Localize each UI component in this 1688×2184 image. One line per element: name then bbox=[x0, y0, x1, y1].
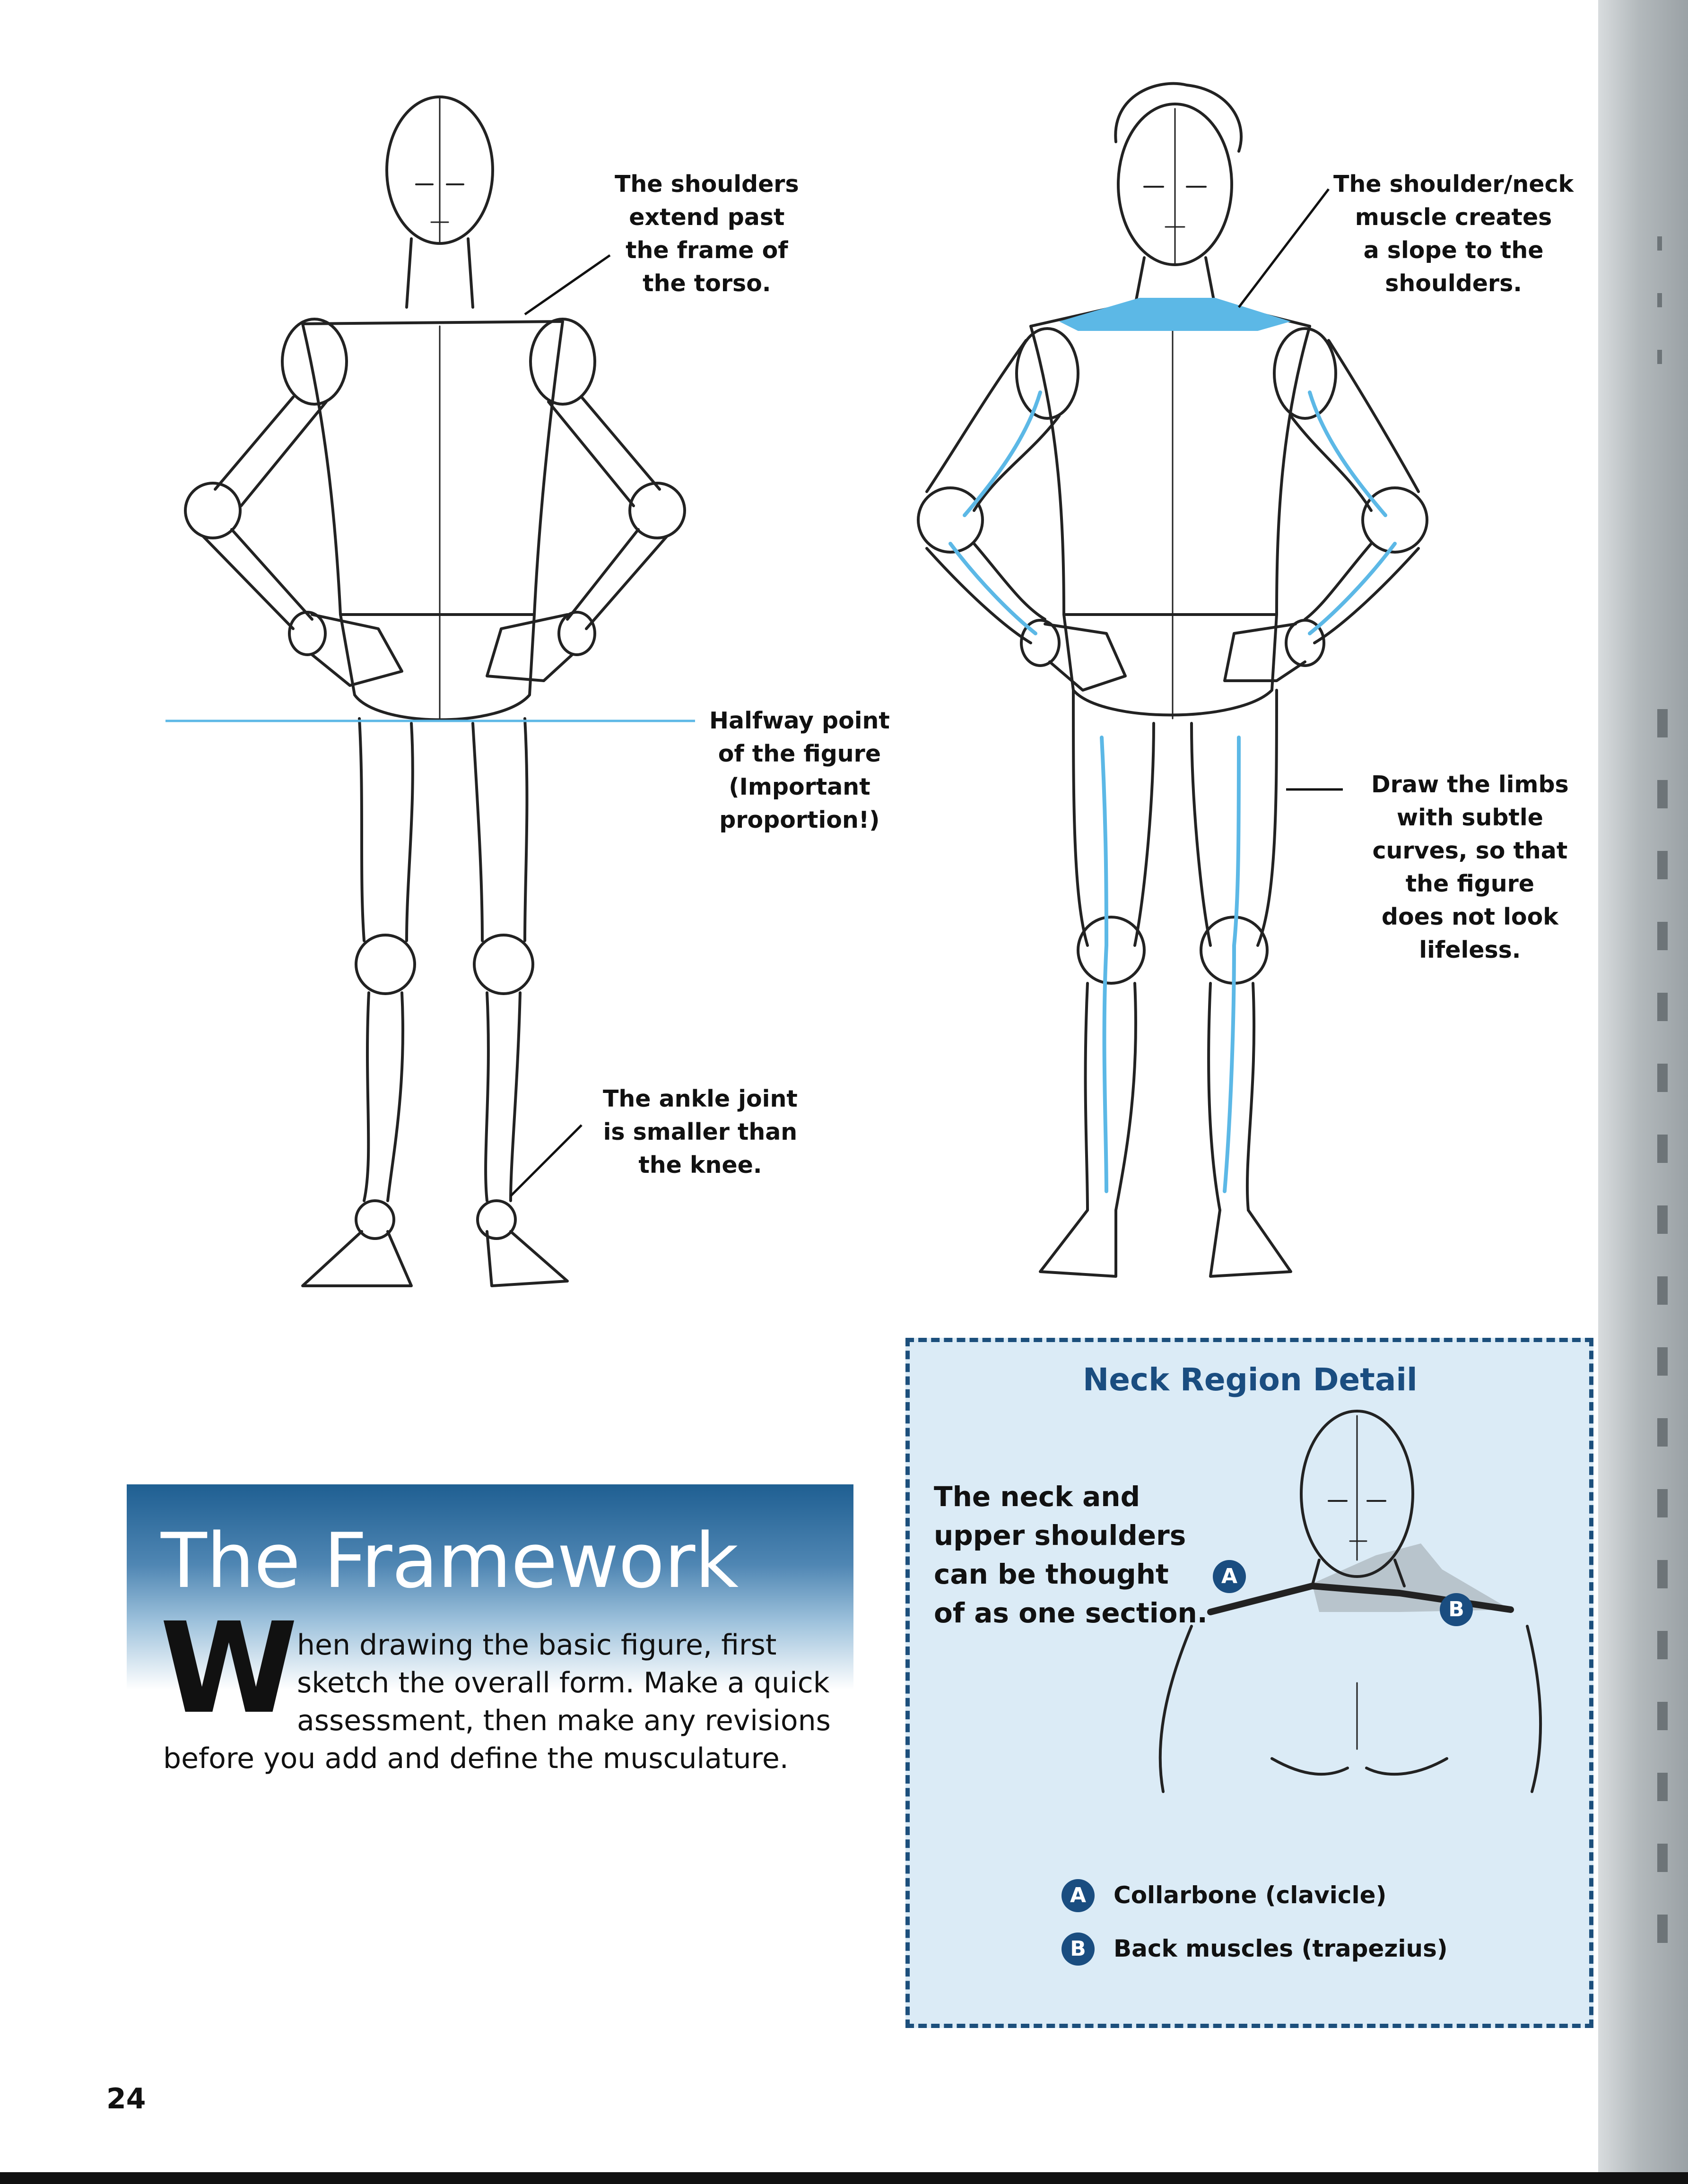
callout-ankle: The ankle joint is smaller than the knee… bbox=[603, 1083, 798, 1182]
callout-halfway: Halfway point of the figure (Important p… bbox=[709, 704, 890, 837]
neck-text-line: upper shoulders bbox=[934, 1519, 1186, 1551]
bottom-edge-bar bbox=[0, 2172, 1688, 2184]
callout-line: the figure bbox=[1405, 870, 1534, 897]
legend-badge-a: A bbox=[1062, 1879, 1095, 1912]
callout-line: Halfway point bbox=[709, 707, 890, 734]
callout-line: shoulders. bbox=[1385, 270, 1522, 297]
callout-line: The ankle joint bbox=[603, 1085, 798, 1112]
callout-shoulders: The shoulders extend past the frame of t… bbox=[615, 168, 799, 300]
callout-line: proportion!) bbox=[719, 806, 880, 833]
badge-b-marker: B bbox=[1440, 1593, 1473, 1626]
book-spine-shadow bbox=[1598, 0, 1688, 2184]
callout-line: extend past bbox=[629, 204, 785, 231]
callout-limbs: Draw the limbs with subtle curves, so th… bbox=[1371, 768, 1569, 967]
neck-detail-text: The neck and upper shoulders can be thou… bbox=[934, 1477, 1208, 1632]
neck-detail-drawing bbox=[1158, 1410, 1542, 1793]
intro-line: before you add and define the musculatur… bbox=[163, 1742, 789, 1775]
neck-detail-title: Neck Region Detail bbox=[1083, 1361, 1418, 1398]
drop-cap: W bbox=[160, 1596, 298, 1742]
callout-shoulder-neck: The shoulder/neck muscle creates a slope… bbox=[1333, 168, 1574, 300]
legend-badge-b: B bbox=[1062, 1933, 1095, 1966]
legend-label-collarbone: Collarbone (clavicle) bbox=[1114, 1881, 1387, 1909]
neck-detail-box bbox=[905, 1338, 1593, 2028]
left-framework-figure bbox=[165, 95, 695, 1287]
callout-line: of the figure bbox=[718, 740, 881, 767]
page-number: 24 bbox=[106, 2082, 146, 2115]
legend-label-back-muscles: Back muscles (trapezius) bbox=[1114, 1935, 1448, 1962]
badge-a-marker: A bbox=[1213, 1560, 1246, 1593]
intro-line: assessment, then make any revisions bbox=[297, 1704, 831, 1737]
callout-line: is smaller than bbox=[603, 1118, 798, 1145]
callout-line: curves, so that bbox=[1372, 837, 1568, 864]
section-title: The Framework bbox=[161, 1517, 739, 1605]
callout-line: lifeless. bbox=[1419, 936, 1521, 963]
callout-line: the knee. bbox=[638, 1152, 762, 1179]
callout-line: a slope to the bbox=[1363, 237, 1544, 264]
callout-line: (Important bbox=[729, 773, 870, 800]
callout-line: the torso. bbox=[643, 270, 771, 297]
neck-text-line: can be thought bbox=[934, 1558, 1169, 1590]
callout-line: does not look bbox=[1381, 903, 1558, 930]
intro-line: hen drawing the basic figure, first bbox=[297, 1629, 777, 1662]
neck-text-line: The neck and bbox=[934, 1481, 1140, 1513]
spine-binding-marks bbox=[1657, 236, 1668, 1943]
callout-line: The shoulders bbox=[615, 171, 799, 198]
callout-line: muscle creates bbox=[1355, 204, 1552, 231]
callout-line: with subtle bbox=[1396, 804, 1543, 831]
section-header-band bbox=[127, 1484, 853, 1735]
intro-line: sketch the overall form. Make a quick bbox=[297, 1666, 830, 1699]
right-refined-figure bbox=[917, 82, 1428, 1278]
callout-line: The shoulder/neck bbox=[1333, 171, 1574, 198]
neck-text-line: of as one section. bbox=[934, 1597, 1208, 1629]
callout-line: the frame of bbox=[626, 237, 788, 264]
callout-line: Draw the limbs bbox=[1371, 771, 1569, 798]
